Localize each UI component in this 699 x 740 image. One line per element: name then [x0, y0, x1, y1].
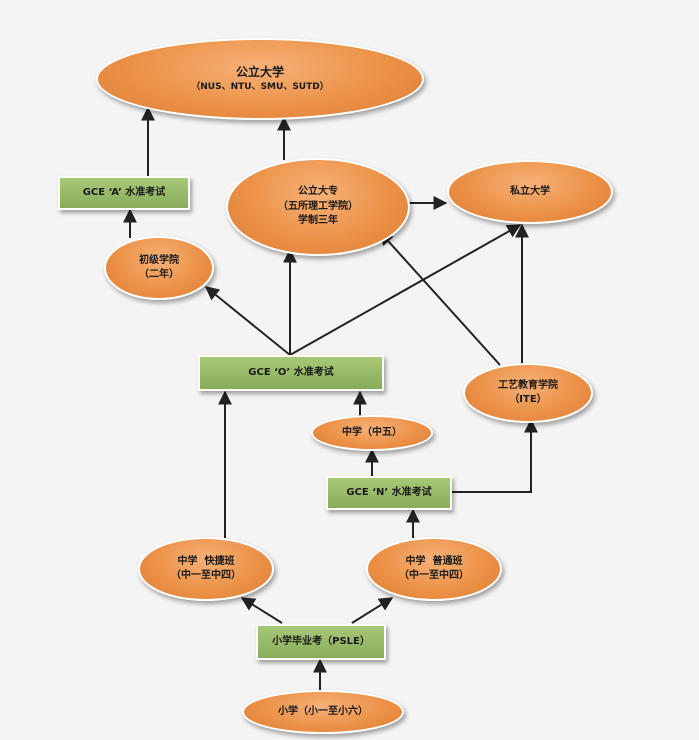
node-gce-o-exam: GCE ‘O’ 水准考试: [198, 355, 384, 391]
polytechnic-title: 公立大专: [298, 186, 338, 198]
node-gce-a-exam: GCE ‘A’ 水准考试: [58, 176, 190, 210]
node-express-stream: 中学 快捷班 （中一至中四）: [138, 537, 274, 601]
arrow-gce-o-to-private: [289, 224, 522, 356]
gce-o-label: GCE ‘O’ 水准考试: [248, 366, 334, 378]
express-stream-title: 中学 快捷班: [177, 555, 235, 567]
secondary-five-label: 中学（中五）: [342, 426, 402, 438]
node-gce-n-exam: GCE ‘N’ 水准考试: [326, 476, 452, 510]
node-junior-college: 初级学院 （二年）: [104, 236, 214, 300]
node-normal-stream: 中学 普通班 （中一至中四）: [366, 537, 502, 601]
ite-abbrev: （ITE）: [509, 394, 547, 405]
normal-stream-years: （中一至中四）: [399, 570, 469, 581]
node-secondary-five: 中学（中五）: [311, 415, 433, 451]
primary-school-label: 小学（小一至小六）: [278, 705, 368, 717]
gce-n-label: GCE ‘N’ 水准考试: [346, 486, 432, 498]
arrow-ite-to-poly: [379, 230, 501, 366]
junior-college-duration: （二年）: [139, 269, 179, 280]
arrow-psle-to-normal: [351, 597, 394, 624]
public-university-title: 公立大学: [235, 64, 284, 79]
node-ite: 工艺教育学院 （ITE）: [463, 363, 593, 423]
node-polytechnic: 公立大专 （五所理工学院） 学制三年: [226, 158, 410, 256]
polytechnic-duration: 学制三年: [298, 215, 338, 227]
junior-college-title: 初级学院: [139, 254, 179, 266]
psle-label: 小学毕业考（PSLE）: [272, 635, 370, 647]
private-university-label: 私立大学: [510, 185, 550, 197]
normal-stream-title: 中学 普通班: [405, 555, 463, 567]
gce-a-label: GCE ‘A’ 水准考试: [82, 186, 166, 198]
node-primary-school: 小学（小一至小六）: [242, 690, 404, 734]
node-public-university: 公立大学 （NUS、NTU、SMU、SUTD）: [96, 38, 424, 120]
arrow-gce-n-to-ite: [452, 418, 538, 493]
ite-title: 工艺教育学院: [498, 379, 558, 391]
public-university-list: （NUS、NTU、SMU、SUTD）: [191, 82, 329, 93]
node-psle-exam: 小学毕业考（PSLE）: [256, 624, 386, 660]
polytechnic-subtitle: （五所理工学院）: [278, 200, 358, 212]
express-stream-years: （中一至中四）: [171, 570, 241, 581]
arrow-gce-o-to-jc: [204, 286, 291, 356]
arrow-psle-to-express: [240, 597, 283, 624]
node-private-university: 私立大学: [447, 160, 613, 224]
